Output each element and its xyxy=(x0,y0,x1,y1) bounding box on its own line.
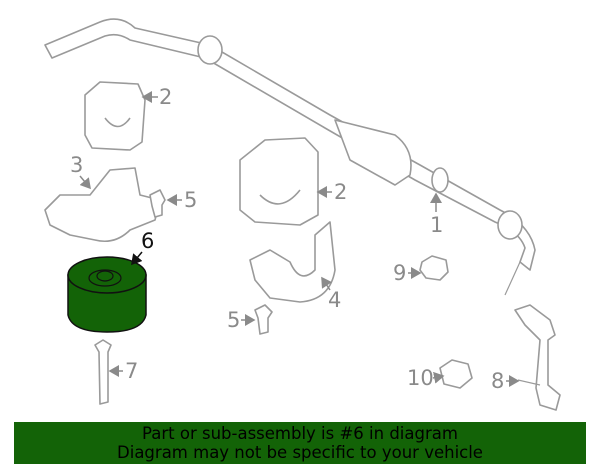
callout-1: 1 xyxy=(430,213,443,237)
part-info-banner: Part or sub-assembly is #6 in diagram Di… xyxy=(14,422,586,464)
banner-line-2: Diagram may not be specific to your vehi… xyxy=(117,443,483,462)
stabilizer-link-8 xyxy=(514,304,561,411)
bushing-6-highlighted xyxy=(67,256,147,333)
bushing-2-lower xyxy=(239,137,319,226)
bolt-7 xyxy=(94,339,112,405)
stabilizer-bar xyxy=(44,18,536,296)
callout-3: 3 xyxy=(70,153,83,177)
bolt-5-lower xyxy=(254,304,273,335)
nut-9 xyxy=(419,255,449,281)
callout-8: 8 xyxy=(491,369,504,393)
bushing-2-upper xyxy=(84,81,146,151)
callout-6: 6 xyxy=(141,229,154,253)
bracket-4 xyxy=(249,221,336,303)
callout-9: 9 xyxy=(393,261,406,285)
callout-7: 7 xyxy=(125,359,138,383)
callout-4: 4 xyxy=(328,288,341,312)
bracket-3 xyxy=(44,167,161,243)
callout-5-upper: 5 xyxy=(184,188,197,212)
callout-2-lower: 2 xyxy=(334,180,347,204)
callout-2-upper: 2 xyxy=(159,85,172,109)
callout-labels: 1 2 2 3 4 5 5 6 7 8 9 10 xyxy=(70,85,520,393)
nut-10 xyxy=(439,359,473,389)
bolt-5-upper xyxy=(149,189,166,218)
callout-5-lower: 5 xyxy=(227,308,240,332)
callout-10: 10 xyxy=(407,366,434,390)
banner-line-1: Part or sub-assembly is #6 in diagram xyxy=(142,424,458,443)
